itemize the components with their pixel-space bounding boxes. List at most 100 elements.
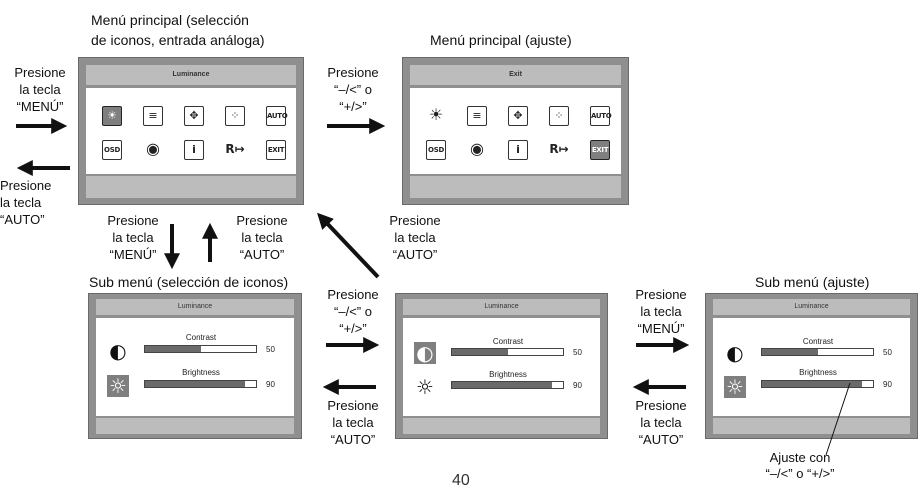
contrast-value: 50 — [883, 348, 892, 357]
screen-header-text: Luminance — [794, 303, 829, 310]
osd-icon[interactable]: OSD — [102, 140, 122, 160]
caption-press-minus-plus-mid: Presione “–/<” o “+/>” — [318, 286, 388, 337]
reset-icon[interactable]: R↦ — [225, 142, 245, 156]
caption-line: Presione — [0, 178, 52, 193]
screen-header-text: Luminance — [172, 71, 210, 78]
caption-line: “AUTO” — [239, 247, 285, 262]
caption-line: la tecla — [640, 415, 682, 430]
screen-header: Luminance — [86, 65, 296, 85]
brightness-bar-fill — [762, 381, 862, 387]
screen-header-text: Exit — [509, 71, 522, 78]
screen-footer — [86, 176, 296, 198]
contrast-label: Contrast — [185, 333, 217, 342]
title-sub-adjust: Sub menú (ajuste) — [755, 274, 870, 290]
contrast-label: Contrast — [802, 337, 834, 346]
contrast-bar-fill — [145, 346, 201, 352]
brightness-bar[interactable] — [761, 380, 874, 388]
arrow-auto-diagonal — [317, 212, 380, 279]
contrast-icon[interactable]: ◐ — [109, 339, 127, 363]
caption-line: la tecla — [241, 230, 283, 245]
title-main-adjust: Menú principal (ajuste) — [430, 32, 572, 48]
globe-icon[interactable]: ◉ — [470, 139, 484, 158]
brightness-bar[interactable] — [451, 381, 564, 389]
screen-main-adjust: Exit ☀ ≡ ✥ ⁘ AUTO OSD ◉ i R↦ EXIT — [402, 57, 629, 205]
contrast-bar[interactable] — [451, 348, 564, 356]
caption-line: Presione — [107, 213, 159, 228]
brightness-label: Brightness — [799, 368, 837, 377]
caption-line: “–/<” o — [334, 82, 372, 97]
reset-icon[interactable]: R↦ — [549, 142, 569, 156]
info-icon[interactable]: i — [508, 140, 528, 160]
brightness-label: Brightness — [182, 368, 220, 377]
brightness-icon[interactable]: ☼ — [416, 375, 434, 399]
exit-icon[interactable]: EXIT — [590, 140, 610, 160]
sun-icon[interactable]: ☀ — [428, 105, 444, 124]
position-icon[interactable]: ✥ — [184, 106, 204, 126]
screen-header: Exit — [410, 65, 621, 85]
info-icon[interactable]: i — [184, 140, 204, 160]
sun-icon[interactable]: ☀ — [102, 106, 122, 126]
caption-line: “+/>” — [339, 321, 367, 336]
contrast-bar-fill — [762, 349, 818, 355]
contrast-bar[interactable] — [761, 348, 874, 356]
caption-line: Presione — [14, 65, 66, 80]
caption-line: “+/>” — [339, 99, 367, 114]
screen-footer — [713, 418, 910, 434]
auto-icon[interactable]: AUTO — [590, 106, 612, 126]
caption-line: “MENÚ” — [109, 247, 157, 262]
title-main-select-line1: Menú principal (selección — [91, 12, 249, 28]
color-dots-icon[interactable]: ⁘ — [225, 106, 245, 126]
brightness-value: 90 — [883, 380, 892, 389]
screen-header-text: Luminance — [177, 303, 213, 310]
caption-press-auto-bottom-mid: Presione la tecla “AUTO” — [318, 397, 388, 448]
caption-line: Presione — [236, 213, 288, 228]
list-icon[interactable]: ≡ — [467, 106, 487, 126]
title-main-select-line2: de iconos, entrada análoga) — [91, 32, 265, 48]
caption-line: “MENÚ” — [637, 321, 685, 336]
caption-press-auto-left: Presione la tecla “AUTO” — [0, 177, 60, 228]
pointer-brightness-line — [825, 382, 851, 456]
position-icon[interactable]: ✥ — [508, 106, 528, 126]
brightness-label: Brightness — [489, 370, 527, 379]
screen-main-select: Luminance ☀ ≡ ✥ ⁘ AUTO OSD ◉ i R↦ EXIT — [78, 57, 304, 205]
caption-line: la tecla — [332, 415, 374, 430]
caption-line: “–/<” o — [334, 304, 372, 319]
contrast-icon[interactable]: ◐ — [726, 341, 744, 365]
caption-line: “AUTO” — [0, 212, 45, 227]
screen-footer — [403, 418, 600, 434]
screen-body: ◐ Contrast 50 ☼ Brightness 90 — [713, 318, 910, 416]
screen-header: Luminance — [403, 299, 600, 315]
auto-icon[interactable]: AUTO — [266, 106, 288, 126]
contrast-icon[interactable]: ◐ — [414, 342, 436, 364]
caption-line: “MENÚ” — [16, 99, 64, 114]
globe-icon[interactable]: ◉ — [146, 139, 160, 158]
caption-press-menu-left: Presione la tecla “MENÚ” — [0, 64, 80, 115]
page-number: 40 — [452, 472, 470, 489]
caption-line: Presione — [327, 65, 379, 80]
caption-press-minus-plus-top: Presione “–/<” o “+/>” — [318, 64, 388, 115]
list-icon[interactable]: ≡ — [143, 106, 163, 126]
caption-line: la tecla — [640, 304, 682, 319]
caption-line: la tecla — [19, 82, 61, 97]
screen-body: ◐ Contrast 50 ☼ Brightness 90 — [403, 318, 600, 416]
screen-footer — [410, 176, 621, 198]
brightness-icon[interactable]: ☼ — [724, 376, 746, 398]
caption-line: Presione — [635, 398, 687, 413]
screen-body: ☀ ≡ ✥ ⁘ AUTO OSD ◉ i R↦ EXIT — [410, 88, 621, 174]
color-dots-icon[interactable]: ⁘ — [549, 106, 569, 126]
brightness-value: 90 — [573, 381, 582, 390]
brightness-bar-fill — [145, 381, 245, 387]
caption-line: la tecla — [112, 230, 154, 245]
contrast-bar[interactable] — [144, 345, 257, 353]
screen-body: ◐ Contrast 50 ☼ Brightness 90 — [96, 318, 294, 416]
brightness-bar[interactable] — [144, 380, 257, 388]
brightness-icon[interactable]: ☼ — [107, 375, 129, 397]
osd-icon[interactable]: OSD — [426, 140, 446, 160]
caption-press-menu-down: Presione la tecla “MENÚ” — [98, 212, 168, 263]
caption-line: “AUTO” — [392, 247, 438, 262]
exit-icon[interactable]: EXIT — [266, 140, 286, 160]
caption-line: Presione — [635, 287, 687, 302]
contrast-value: 50 — [266, 345, 275, 354]
caption-adjust-with: Ajuste con “–/<” o “+/>” — [740, 450, 860, 482]
